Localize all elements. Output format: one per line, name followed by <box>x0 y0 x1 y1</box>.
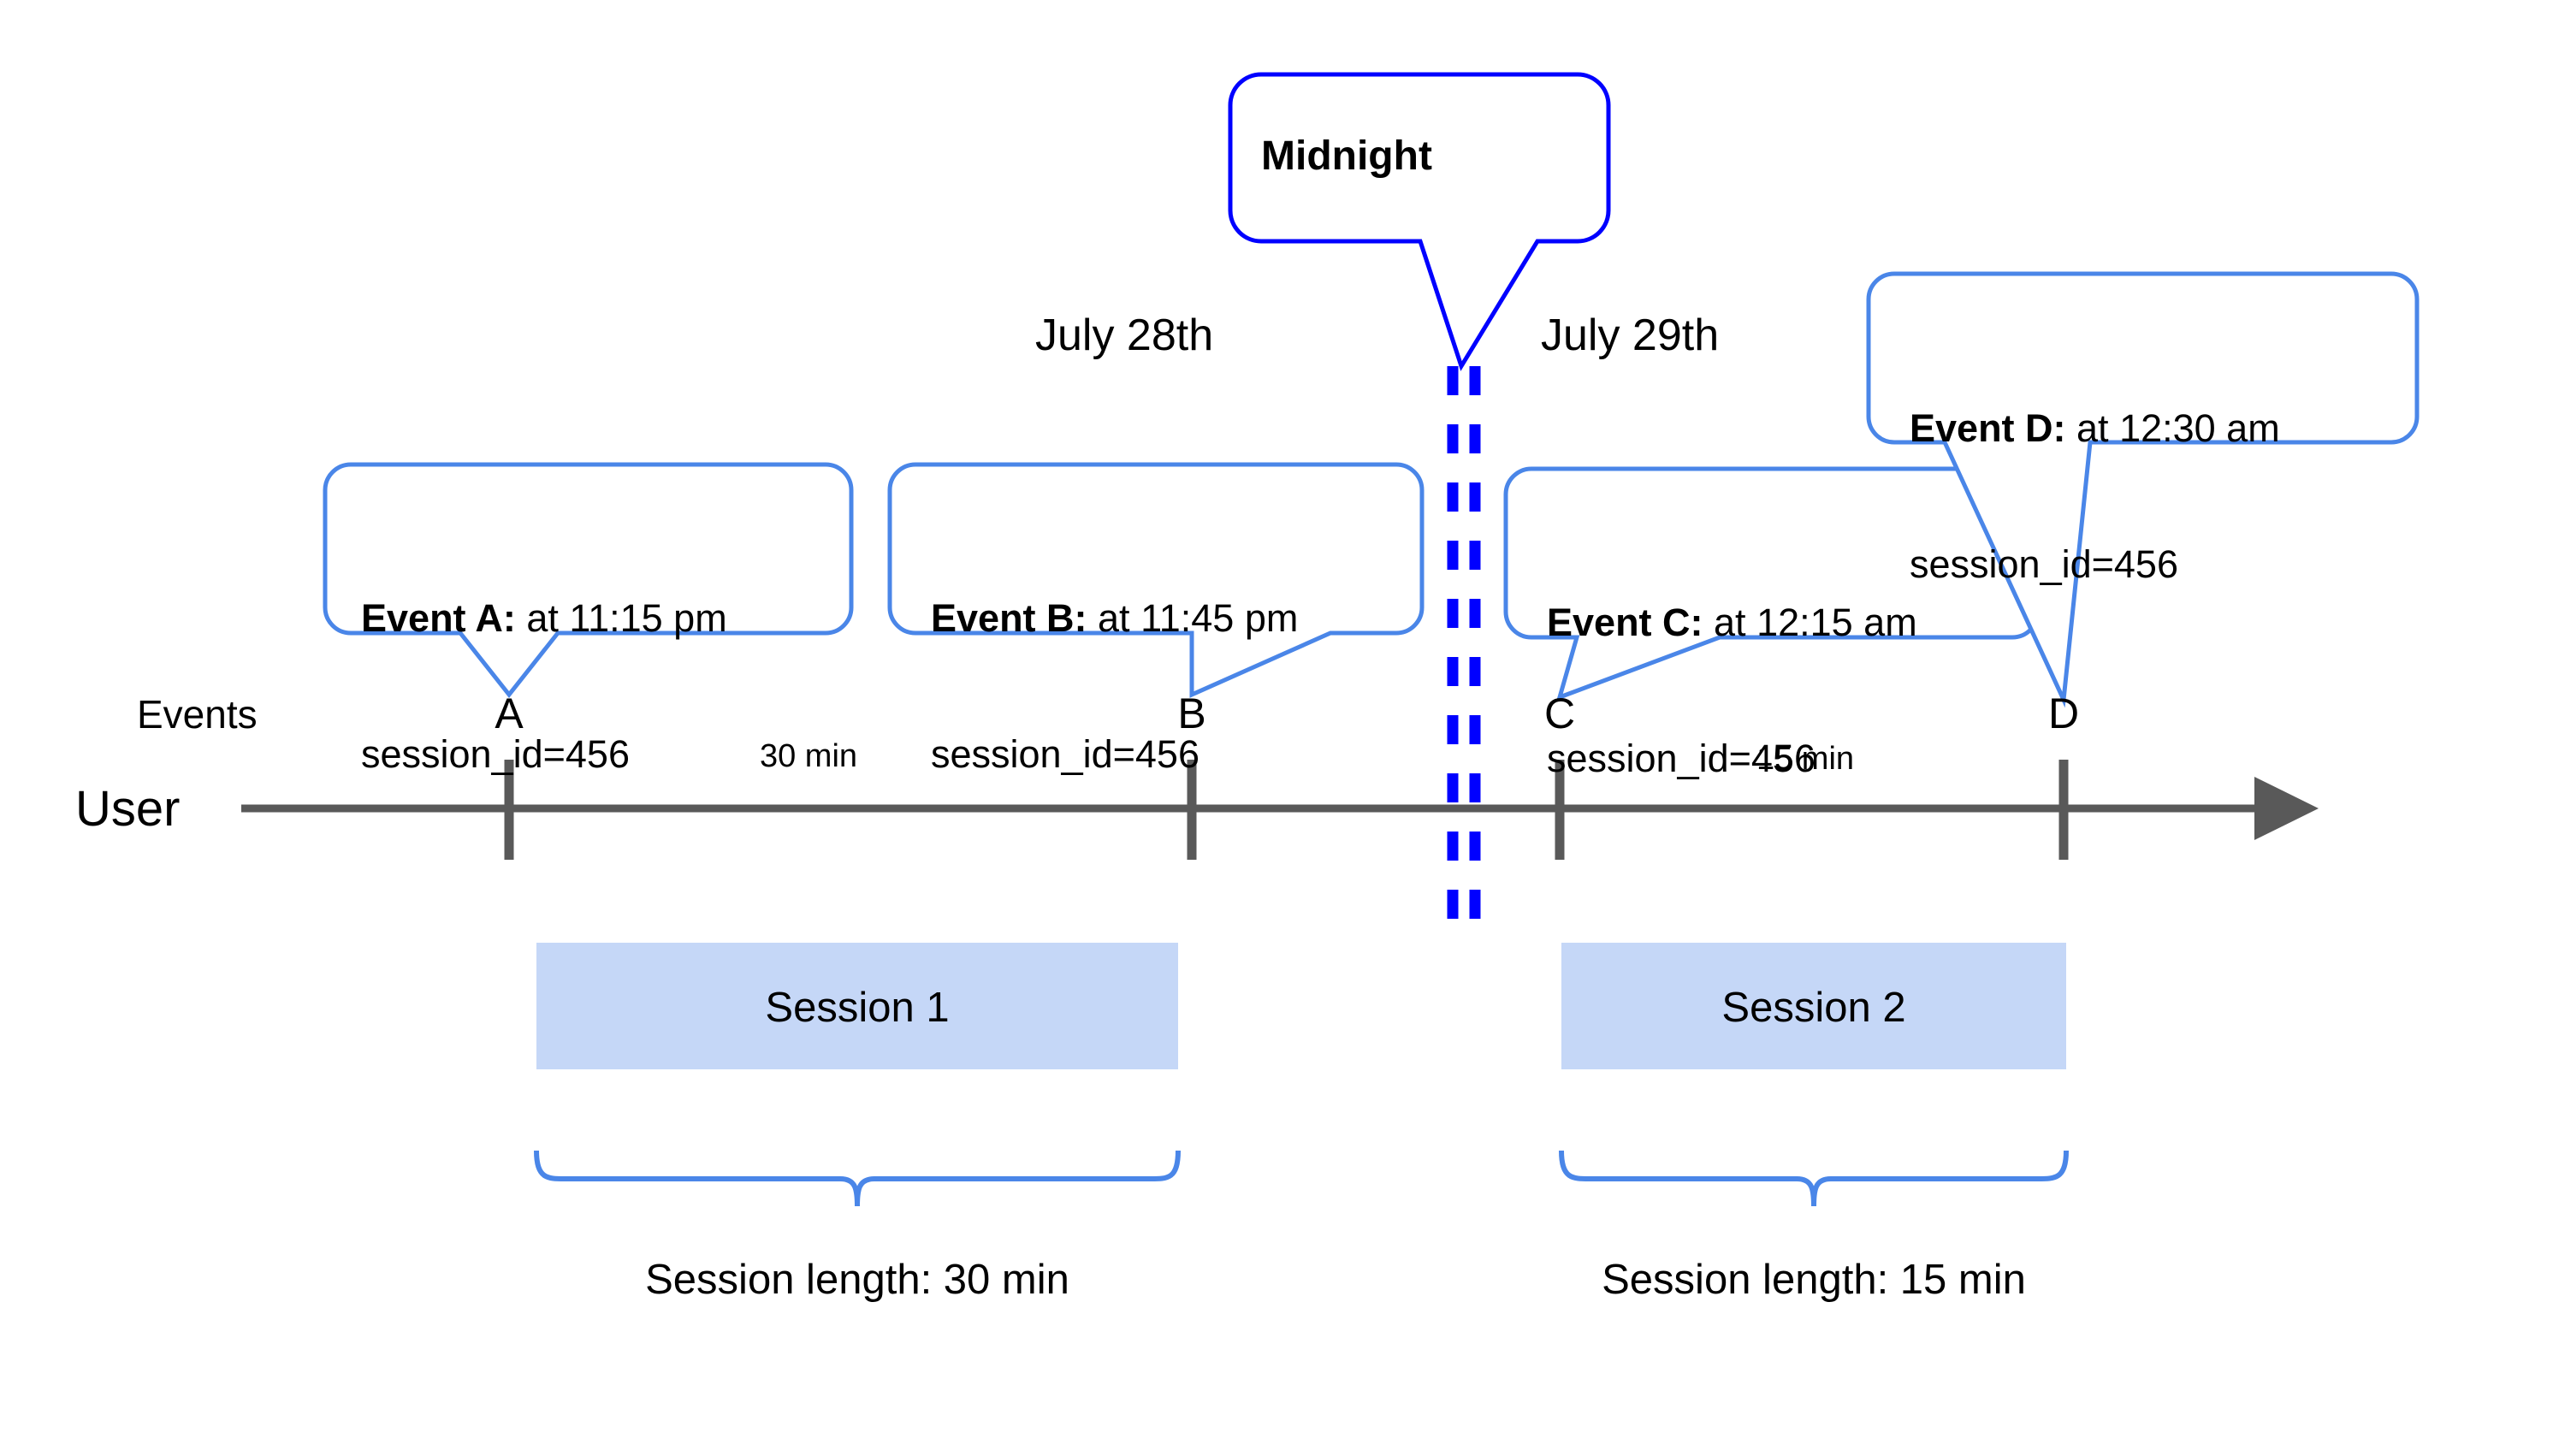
event-c-name: Event C: <box>1547 601 1703 645</box>
session-2-label: Session 2 <box>1721 985 1906 1031</box>
date-label-july-28: July 28th <box>1035 311 1214 360</box>
session-1-label: Session 1 <box>765 985 950 1031</box>
event-b-detail: at 11:45 pm <box>1087 596 1299 641</box>
event-a-callout-text: Event A: at 11:15 pm session_id=456 <box>361 505 840 868</box>
session-1-brace <box>534 1150 1181 1207</box>
event-tick-marks <box>504 760 2069 860</box>
event-c-callout-text: Event C: at 12:15 am session_id=456 <box>1547 509 2026 873</box>
session-2-length-label: Session length: 15 min <box>1602 1257 2026 1303</box>
event-a-session: session_id=456 <box>361 732 630 777</box>
session-2-bar <box>1561 943 2066 1069</box>
session-2-brace <box>1559 1150 2069 1207</box>
event-b-line-1: Event B: at 11:45 pm <box>931 595 1410 641</box>
event-d-detail: at 12:30 am <box>2065 406 2280 451</box>
event-a-callout-shape <box>323 462 854 699</box>
event-b-name: Event B: <box>931 596 1087 641</box>
tick-label-b: B <box>1177 690 1206 737</box>
event-b-callout-shape <box>887 462 1425 698</box>
event-d-callout-shape <box>1866 271 2420 708</box>
user-row-label: User <box>75 781 181 837</box>
tick-label-d: D <box>2047 690 2080 737</box>
tick-label-c: C <box>1543 690 1576 737</box>
timeline-axis <box>241 777 2319 840</box>
event-b-callout-text: Event B: at 11:45 pm session_id=456 <box>931 505 1410 868</box>
date-label-july-29: July 29th <box>1541 311 1720 360</box>
event-c-line-1: Event C: at 12:15 am <box>1547 600 2026 645</box>
tick-label-a: A <box>495 690 524 737</box>
midnight-callout-label: Midnight <box>1261 133 1432 179</box>
event-a-detail: at 11:15 pm <box>515 596 727 641</box>
midnight-dashed-lines <box>1447 366 1481 928</box>
event-a-line-1: Event A: at 11:15 pm <box>361 595 840 641</box>
events-row-label: Events <box>137 692 258 737</box>
event-a-name: Event A: <box>361 596 516 641</box>
event-d-callout-text: Event D: at 12:30 am session_id=456 <box>1910 315 2406 678</box>
duration-label-15-min: 15 min <box>1756 741 1855 777</box>
duration-label-30-min: 30 min <box>759 738 858 774</box>
event-c-session: session_id=456 <box>1547 737 1816 781</box>
session-1-bar <box>536 943 1178 1069</box>
event-d-session: session_id=456 <box>1910 542 2178 587</box>
midnight-callout-shape <box>1228 72 1611 371</box>
session-1-length-label: Session length: 30 min <box>645 1257 1069 1303</box>
event-c-detail: at 12:15 am <box>1703 601 1917 645</box>
event-d-line-1: Event D: at 12:30 am <box>1910 405 2406 451</box>
event-d-name: Event D: <box>1910 406 2066 451</box>
event-b-session: session_id=456 <box>931 732 1199 777</box>
